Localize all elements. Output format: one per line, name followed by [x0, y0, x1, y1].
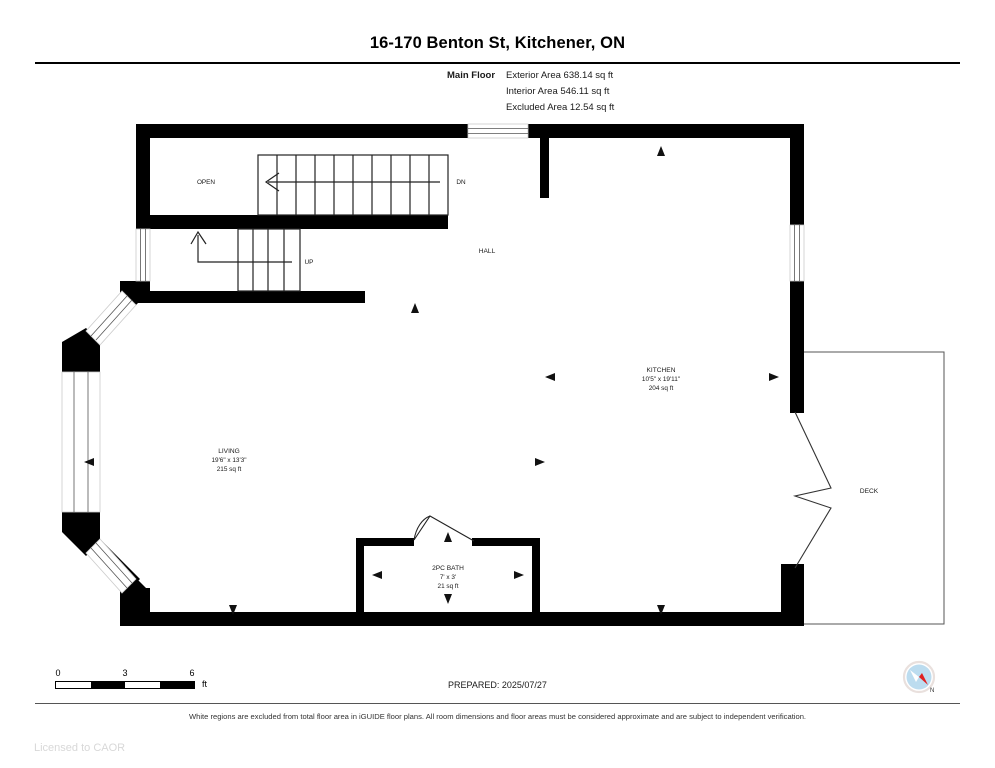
- bathroom-door-swing: [413, 515, 475, 542]
- living-name: LIVING: [218, 448, 240, 455]
- living-area: 215 sq ft: [217, 466, 242, 473]
- scale-bar: 0 3 6 ft: [55, 668, 207, 689]
- window-bay-upper: [85, 290, 137, 346]
- disclaimer-text: White regions are excluded from total fl…: [188, 712, 807, 721]
- bathroom-name: 2PC BATH: [432, 565, 464, 572]
- scale-seg-4: [159, 682, 194, 688]
- scale-seg-1: [56, 682, 91, 688]
- kitchen-dimensions: 10'5" x 19'11": [642, 376, 680, 383]
- stairs-down: [257, 154, 449, 216]
- page-title: 16-170 Benton St, Kitchener, ON: [369, 34, 626, 52]
- stairs-up: [237, 228, 301, 292]
- bathroom-area: 21 sq ft: [438, 583, 459, 590]
- window-top: [467, 123, 529, 139]
- stairs-up-label: UP: [305, 259, 314, 266]
- window-bay-lower: [85, 538, 137, 594]
- compass-rose: N: [899, 659, 941, 701]
- hall-label: HALL: [479, 248, 496, 255]
- window-bay-center: [61, 371, 101, 513]
- stairs-down-arrow: [264, 172, 440, 192]
- licensed-text: Licensed to CAOR: [34, 742, 126, 754]
- exterior-walls: [120, 124, 804, 626]
- excluded-area: Excluded Area 12.54 sq ft: [506, 102, 615, 113]
- window-right: [789, 224, 805, 282]
- footer-divider: [35, 703, 960, 704]
- living-dimensions: 19'6" x 13'3": [211, 457, 246, 464]
- deck-outline: [792, 351, 945, 625]
- dimension-arrows: [84, 146, 779, 615]
- bathroom-dimensions: 7' x 3': [440, 574, 456, 581]
- open-label: OPEN: [197, 179, 215, 186]
- area-summary: Main Floor Exterior Area 638.14 sq ft In…: [447, 68, 614, 116]
- floor-label: Main Floor: [447, 70, 496, 81]
- kitchen-name: KITCHEN: [647, 367, 676, 374]
- deck-label: DECK: [860, 488, 879, 495]
- scale-seg-3: [125, 682, 160, 688]
- kitchen-area: 204 sq ft: [649, 385, 674, 392]
- scale-bar-graphic: [55, 681, 195, 689]
- compass-north-label: N: [930, 688, 935, 694]
- scale-unit: ft: [202, 679, 208, 689]
- scale-seg-2: [90, 682, 125, 688]
- bathroom-walls: [356, 538, 540, 612]
- stairs-up-arrow: [190, 230, 292, 263]
- stairs-down-label: DN: [456, 179, 466, 186]
- window-left-upper: [135, 228, 151, 282]
- interior-area: Interior Area 546.11 sq ft: [506, 86, 610, 97]
- prepared-date: PREPARED: 2025/07/27: [448, 680, 547, 690]
- scale-ticks: 0 3 6: [55, 668, 195, 680]
- scale-tick-0: 0: [55, 668, 61, 678]
- title-divider: [35, 62, 960, 64]
- scale-tick-6: 6: [189, 668, 195, 678]
- scale-tick-3: 3: [122, 668, 128, 678]
- exterior-area: Exterior Area 638.14 sq ft: [506, 70, 614, 81]
